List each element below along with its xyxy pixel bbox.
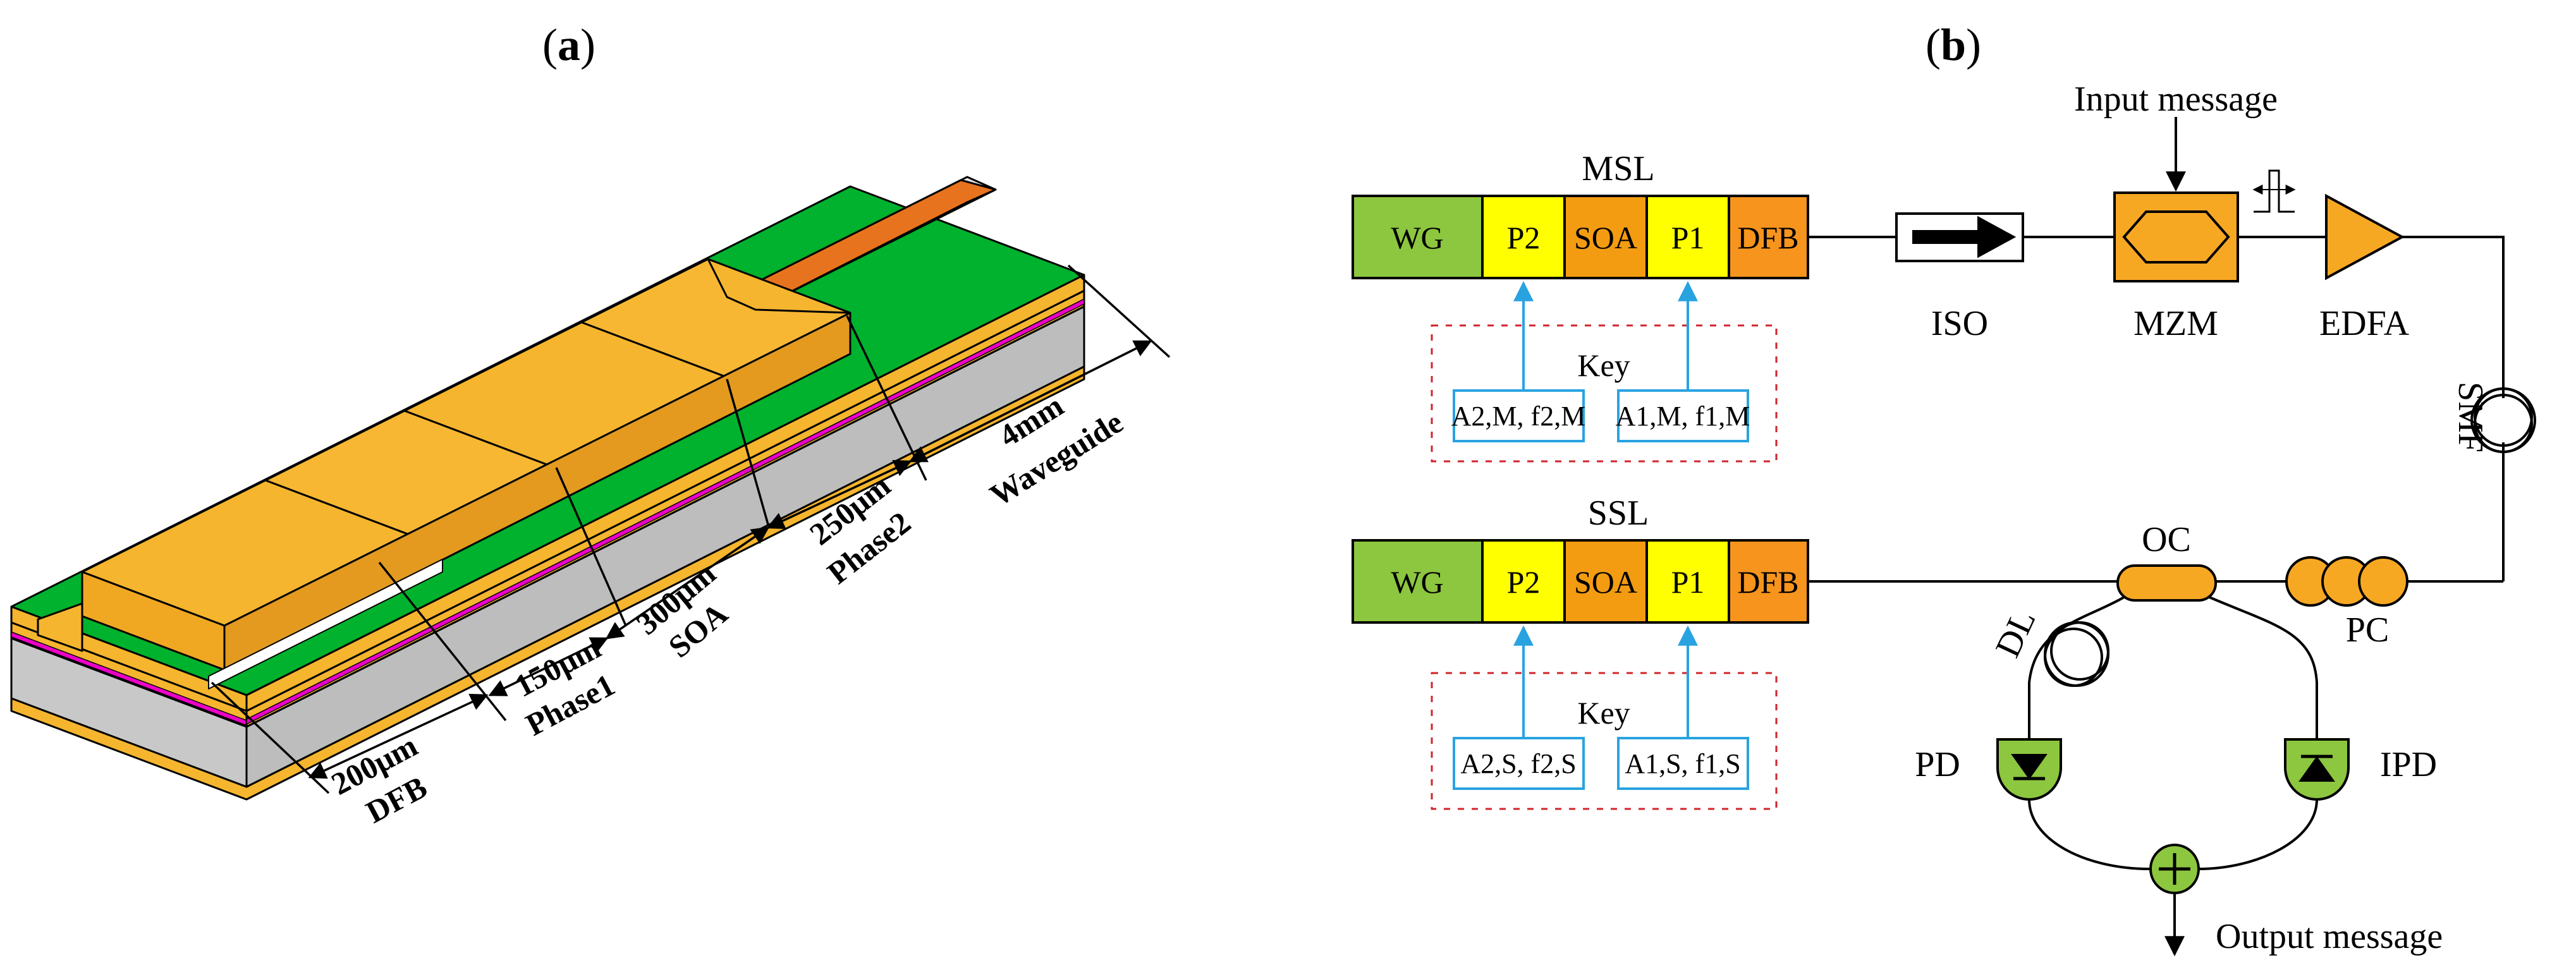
msl-section-soa: [1563, 195, 1648, 279]
dimension-lines: [211, 264, 1171, 794]
msl-key-box-2: [1453, 389, 1585, 442]
dl-coil-2: [2044, 621, 2109, 687]
oc-coupler: [2116, 564, 2217, 602]
ipd-diode-icon: [2298, 756, 2335, 782]
dl-coil-3: [2044, 628, 2103, 687]
fiber-oc-pd: [2028, 596, 2125, 739]
edfa-triangle: [2325, 193, 2405, 281]
receiver-chain: [1808, 556, 2503, 957]
msl-section-dfb: [1728, 195, 1809, 279]
dim-line-soa-end: [726, 379, 769, 525]
wire-ipd-adder: [2198, 799, 2318, 870]
wire-pd-adder: [2028, 799, 2150, 870]
ssl-title: SSL: [1588, 494, 1649, 533]
panel-a-paren-open: (: [542, 20, 558, 70]
msl-label-soa: SOA: [1574, 220, 1637, 255]
ssl-key-text-1: A1,S, f1,S: [1625, 748, 1740, 779]
msl-section-p2: [1481, 195, 1566, 279]
dim-arrow-phase2: [766, 459, 912, 530]
msl-key-text-1: A1,M, f1,M: [1616, 401, 1750, 432]
dl-label: DL: [1988, 604, 2044, 663]
msl-label-dfb: DFB: [1737, 220, 1798, 255]
mzm-label: MZM: [2133, 304, 2218, 343]
dim-arrow-dfb: [308, 693, 489, 779]
ssl-section-soa: [1563, 539, 1648, 624]
ssl-key-text-2: A2,S, f2,S: [1460, 748, 1576, 779]
panel-a-paren-close: ): [580, 20, 595, 70]
msl-laser: MSL WG P2 SOA P1 DFB Key A2,M, f2,M A1,M…: [1352, 149, 1809, 463]
dim-arrow-wg: [908, 340, 1152, 463]
transmitter-chain: [1808, 117, 2536, 583]
iso-label: ISO: [1931, 304, 1988, 343]
dim-arrow-soa: [605, 526, 770, 640]
mzm-interferometer-icon: [2122, 210, 2230, 264]
ssl-key-label: Key: [1577, 695, 1630, 731]
panel-a-letter: a: [558, 20, 580, 70]
ssl-section-p2: [1481, 539, 1566, 624]
fiber-oc-ipd: [2209, 596, 2318, 739]
chip-layer-magenta-side: [246, 298, 1085, 725]
ssl-label-p1: P1: [1671, 564, 1705, 600]
pd-label: PD: [1915, 745, 1960, 784]
dim-line-wg-end: [1067, 264, 1171, 358]
dfb-grating: [208, 559, 443, 689]
pulse-icon: [2254, 169, 2295, 213]
edfa-label: EDFA: [2319, 304, 2410, 343]
ssl-label-soa: SOA: [1574, 564, 1637, 600]
msl-key-text-2: A2,M, f2,M: [1451, 401, 1586, 432]
ssl-label-dfb: DFB: [1737, 564, 1798, 600]
oc-label: OC: [2142, 520, 2191, 559]
msl-label-p2: P2: [1507, 220, 1541, 255]
msl-key-frame: [1431, 324, 1778, 463]
dim-arrow-phase1: [488, 637, 609, 696]
msl-section-wg: [1352, 195, 1484, 279]
ssl-key-frame: [1431, 672, 1778, 810]
msl-title: MSL: [1582, 149, 1654, 188]
ipd-label: IPD: [2380, 745, 2437, 784]
smf-label: SMF: [2451, 382, 2490, 452]
iso-arrow-icon: [1977, 215, 2017, 258]
fiber-edfa-smf: [2402, 236, 2505, 398]
msl-key-box-1: [1617, 389, 1749, 442]
section-wg-top: [707, 258, 852, 314]
pc-paddle-3: [2358, 556, 2408, 607]
output-message-label: Output message: [2216, 917, 2443, 956]
panel-b-letter: b: [1941, 20, 1966, 70]
panel-a: (a): [10, 20, 1171, 830]
chip-top-edge-side: [245, 274, 1085, 712]
panel-b-label: (b): [1926, 20, 1981, 70]
panel-a-label: (a): [542, 20, 595, 70]
msl-label-p1: P1: [1671, 220, 1705, 255]
pd-diode-icon: [2011, 754, 2048, 780]
ridge-side-front: [223, 312, 852, 671]
ssl-label-p2: P2: [1507, 564, 1541, 600]
msl-label-wg: WG: [1391, 220, 1443, 255]
panel-b-paren-close: ): [1966, 20, 1981, 70]
mzm-box: [2113, 191, 2239, 282]
ssl-section-dfb: [1728, 539, 1809, 624]
ssl-key-box-2: [1453, 737, 1585, 790]
panel-b-paren-open: (: [1926, 20, 1941, 70]
msl-section-p1: [1645, 195, 1730, 279]
input-message-label: Input message: [2074, 80, 2278, 119]
ssl-laser: SSL WG P2 SOA P1 DFB Key A2,S, f2,S A1,S…: [1352, 494, 1809, 810]
chip-left-step: [37, 602, 83, 652]
pc-label: PC: [2346, 610, 2390, 650]
ssl-key-box-1: [1617, 737, 1749, 790]
panel-b: (b) MSL WG P2 SOA P1 DFB Key A2,M, f2,M …: [1352, 20, 2536, 957]
ssl-label-wg: WG: [1391, 564, 1443, 600]
msl-key-label: Key: [1577, 348, 1630, 383]
